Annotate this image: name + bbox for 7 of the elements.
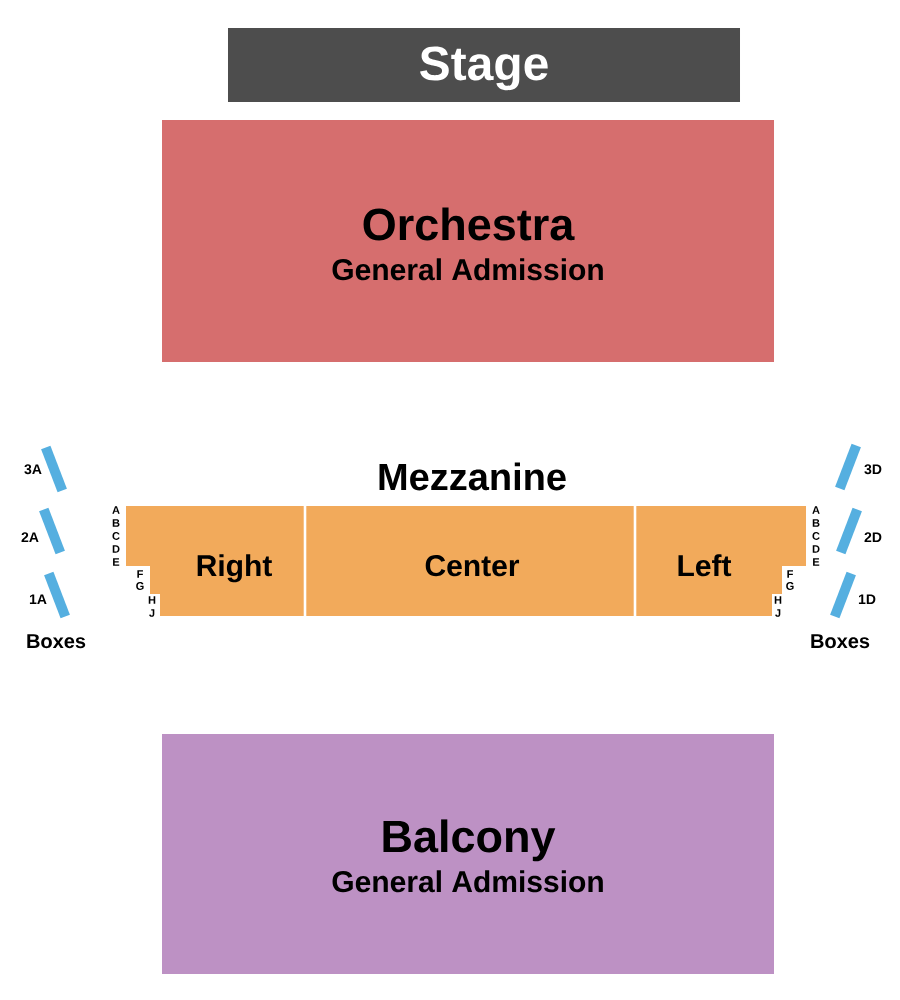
seating-section: Orchestra General Admission [162, 120, 774, 362]
section-name: Left [678, 554, 732, 577]
section-name: Right [197, 554, 272, 583]
section-name: Center [425, 555, 520, 577]
seating-section: Balcony General Admission [162, 734, 774, 974]
stage-block: Stage [228, 28, 740, 102]
node-label: Mezzanine [379, 462, 566, 491]
